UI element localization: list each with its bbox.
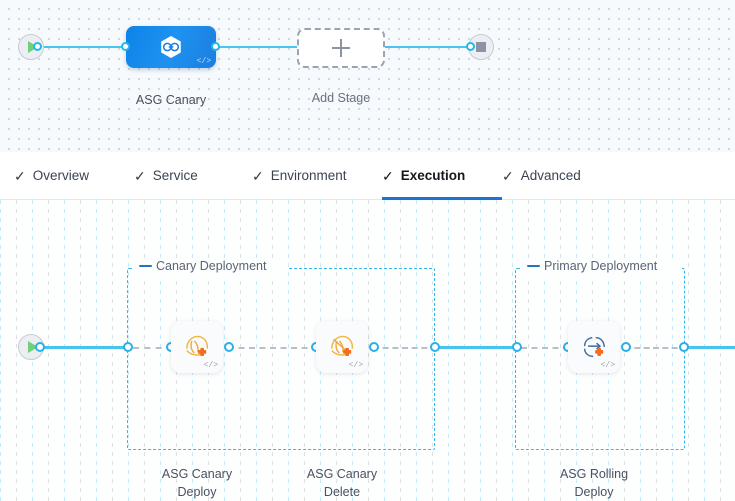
stage-port-start[interactable] (33, 42, 42, 51)
exec-connector-dash-3 (373, 347, 437, 349)
step-code-badge: </> (203, 361, 218, 370)
tab-overview-label: Overview (32, 168, 89, 183)
tab-underline-active (382, 196, 502, 200)
exec-connector-dash-1 (133, 347, 173, 349)
play-icon (27, 41, 38, 53)
stage-label-asg-canary: ASG Canary (135, 93, 207, 107)
exec-port-canary-delete-out[interactable] (369, 342, 379, 352)
step-label-line2: Delete (323, 485, 361, 500)
step-group-label: Canary Deployment (156, 259, 267, 273)
exec-port-rolling-deploy-out[interactable] (621, 342, 631, 352)
exec-port-group1-left[interactable] (123, 342, 133, 352)
step-node-asg-canary-delete[interactable]: </> (316, 321, 368, 373)
exec-port-group2-right[interactable] (679, 342, 689, 352)
config-tabbar: ✓ Overview ✓ Service ✓ Environment ✓ Exe… (0, 152, 735, 200)
asg-canary-deploy-icon (186, 335, 209, 357)
stage-connector-start-to-canary (38, 46, 130, 48)
tab-advanced-label: Advanced (520, 168, 581, 183)
step-code-badge: </> (348, 361, 363, 370)
step-label-line1: ASG Canary (161, 467, 233, 481)
play-icon (27, 341, 38, 353)
check-icon: ✓ (14, 167, 26, 184)
exec-connector-dash-5 (625, 347, 687, 349)
harness-hexagon-icon (161, 36, 181, 58)
exec-connector-tail (684, 346, 735, 349)
tab-service[interactable]: ✓ Service (134, 152, 252, 200)
exec-port-canary-deploy-out[interactable] (224, 342, 234, 352)
tab-execution-label: Execution (400, 168, 466, 183)
group-title-bg (522, 259, 682, 277)
tab-advanced[interactable]: ✓ Advanced (502, 152, 622, 200)
tab-execution[interactable]: ✓ Execution (382, 152, 502, 200)
stage-code-badge: </> (196, 57, 211, 66)
check-icon: ✓ (502, 167, 514, 184)
exec-connector-start (40, 346, 132, 349)
stage-port-end[interactable] (466, 42, 475, 51)
pipeline-end-node[interactable] (468, 34, 494, 60)
step-group-label: Primary Deployment (544, 259, 658, 273)
asg-rolling-deploy-icon (583, 336, 605, 358)
step-group-primary-deployment[interactable]: Primary Deployment (515, 259, 685, 450)
collapse-dash-icon[interactable] (139, 264, 152, 268)
group-title-bg (134, 259, 288, 277)
plus-badge (595, 347, 604, 357)
add-stage-button[interactable] (297, 28, 385, 68)
exec-connector-between-groups (435, 346, 521, 349)
collapse-dash-icon[interactable] (527, 264, 540, 268)
step-group-canary-deployment[interactable]: Canary Deployment (127, 259, 435, 450)
step-label-asg-rolling-deploy: ASG Rolling Deploy (534, 465, 654, 501)
execution-canvas[interactable]: Canary Deployment Primary Deployment (0, 200, 735, 501)
plus-icon-h (332, 47, 350, 49)
check-icon: ✓ (134, 167, 146, 184)
stage-connector-canary-to-add (213, 46, 301, 48)
plus-badge (198, 347, 207, 357)
stage-port-canary-out[interactable] (211, 42, 220, 51)
stage-canvas[interactable]: </> ASG Canary Add Stage (0, 0, 735, 152)
stage-port-canary-in[interactable] (121, 42, 130, 51)
stage-label-add-stage: Add Stage (311, 91, 371, 105)
step-node-asg-rolling-deploy[interactable]: </> (568, 321, 620, 373)
exec-port-group2-left[interactable] (512, 342, 522, 352)
step-label-asg-canary-deploy: ASG Canary Deploy (137, 465, 257, 501)
exec-port-group1-right[interactable] (430, 342, 440, 352)
step-label-line1: ASG Rolling (559, 467, 629, 481)
asg-canary-delete-icon (331, 335, 354, 357)
check-icon: ✓ (252, 167, 264, 184)
plus-badge (343, 347, 352, 357)
step-group-title-canary[interactable]: Canary Deployment (136, 259, 269, 273)
tab-environment[interactable]: ✓ Environment (252, 152, 382, 200)
stage-connector-add-to-end (382, 46, 470, 48)
tab-overview[interactable]: ✓ Overview (14, 152, 134, 200)
step-node-asg-canary-deploy[interactable]: </> (171, 321, 223, 373)
check-icon: ✓ (382, 167, 394, 184)
tab-service-label: Service (152, 168, 198, 183)
exec-port-start[interactable] (35, 342, 45, 352)
step-label-line2: Deploy (177, 485, 217, 500)
step-label-line1: ASG Canary (306, 467, 378, 481)
tab-environment-label: Environment (270, 168, 347, 183)
step-label-asg-canary-delete: ASG Canary Delete (282, 465, 402, 501)
stop-icon (476, 42, 486, 52)
exec-connector-dash-4 (521, 347, 569, 349)
stage-tile-asg-canary[interactable]: </> (126, 26, 216, 68)
step-group-title-primary[interactable]: Primary Deployment (524, 259, 660, 273)
exec-connector-dash-2 (228, 347, 318, 349)
step-code-badge: </> (600, 361, 615, 370)
step-label-line2: Deploy (574, 485, 614, 500)
